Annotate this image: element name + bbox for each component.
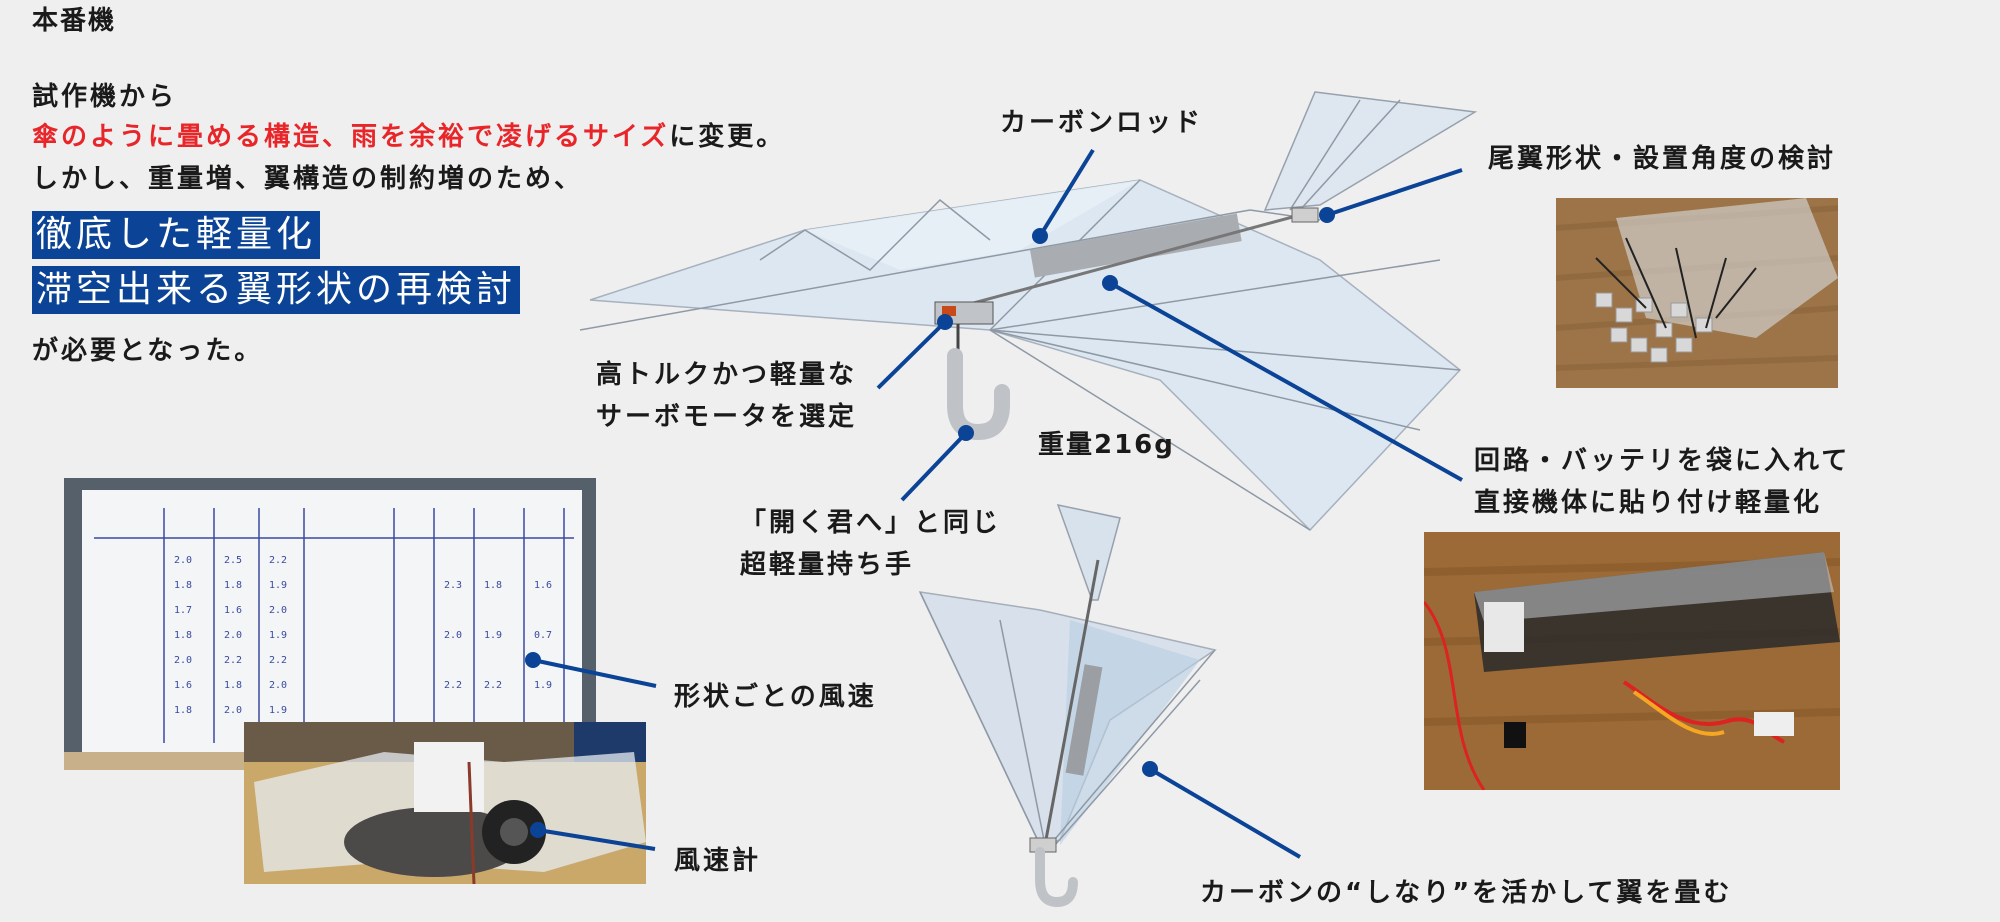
svg-text:1.9: 1.9 (484, 630, 502, 641)
svg-text:2.0: 2.0 (269, 680, 287, 691)
circuit-photo (1424, 532, 1840, 790)
label-handle-1: 「開く君へ」と同じ (740, 508, 1002, 538)
label-circuit-2: 直接機体に貼り付け軽量化 (1474, 488, 1823, 518)
anemometer-photo (244, 722, 646, 884)
svg-text:1.8: 1.8 (174, 705, 192, 716)
main-umbrella-wing (579, 91, 1478, 532)
svg-text:1.9: 1.9 (269, 705, 287, 716)
label-wind-speed: 形状ごとの風速 (674, 682, 877, 712)
intro-line-2-rest: に変更。 (669, 122, 786, 152)
svg-text:1.7: 1.7 (174, 605, 192, 616)
intro-line-4: が必要となった。 (32, 336, 264, 366)
svg-text:1.8: 1.8 (224, 680, 242, 691)
tail-parts-illustration (1556, 198, 1838, 388)
svg-text:1.9: 1.9 (269, 580, 287, 591)
highlight-wing-shape: 滞空出来る翼形状の再検討 (32, 266, 521, 314)
svg-text:1.8: 1.8 (174, 580, 192, 591)
circuit-illustration (1424, 532, 1840, 790)
intro-line-2-red: 傘のように畳める構造、雨を余裕で凌げるサイズ (32, 122, 670, 152)
svg-text:2.0: 2.0 (174, 555, 192, 566)
label-tail-shape: 尾翼形状・設置角度の検討 (1488, 144, 1837, 174)
svg-text:2.2: 2.2 (444, 680, 462, 691)
label-weight: 重量216g (1038, 430, 1175, 460)
label-carbon-rod: カーボンロッド (1000, 108, 1204, 138)
svg-text:2.3: 2.3 (444, 580, 462, 591)
tail-parts-photo (1556, 198, 1838, 388)
svg-text:1.6: 1.6 (224, 605, 242, 616)
svg-text:1.8: 1.8 (484, 580, 502, 591)
page-title: 本番機 (32, 6, 117, 36)
svg-text:2.2: 2.2 (269, 655, 287, 666)
label-fold: カーボンの“しなり”を活かして翼を畳む (1200, 878, 1733, 908)
label-servo-1: 高トルクかつ軽量な (596, 360, 858, 390)
svg-text:2.2: 2.2 (269, 555, 287, 566)
svg-text:1.8: 1.8 (224, 580, 242, 591)
highlight-lightweight: 徹底した軽量化 (32, 211, 321, 259)
svg-text:1.6: 1.6 (174, 680, 192, 691)
intro-line-3: しかし、重量増、翼構造の制約増のため、 (32, 164, 584, 194)
svg-text:2.0: 2.0 (269, 605, 287, 616)
svg-text:2.2: 2.2 (484, 680, 502, 691)
label-circuit-1: 回路・バッテリを袋に入れて (1474, 446, 1851, 476)
svg-text:2.0: 2.0 (224, 705, 242, 716)
intro-line-2: 傘のように畳める構造、雨を余裕で凌げるサイズに変更。 (32, 116, 785, 153)
svg-text:1.9: 1.9 (269, 630, 287, 641)
leader-lines (525, 148, 1463, 859)
svg-text:0.7: 0.7 (534, 630, 552, 641)
svg-text:2.0: 2.0 (174, 655, 192, 666)
folded-umbrella (918, 503, 1217, 908)
svg-text:2.2: 2.2 (224, 655, 242, 666)
label-anemometer: 風速計 (674, 846, 762, 876)
anemometer-illustration (244, 722, 646, 884)
svg-text:2.0: 2.0 (224, 630, 242, 641)
svg-text:2.0: 2.0 (444, 630, 462, 641)
intro-line-1: 試作機から (32, 82, 178, 112)
svg-text:1.9: 1.9 (534, 680, 552, 691)
svg-text:1.6: 1.6 (534, 580, 552, 591)
label-servo-2: サーボモータを選定 (596, 402, 858, 432)
label-handle-2: 超軽量持ち手 (740, 550, 915, 580)
svg-text:2.5: 2.5 (224, 555, 242, 566)
svg-text:1.8: 1.8 (174, 630, 192, 641)
